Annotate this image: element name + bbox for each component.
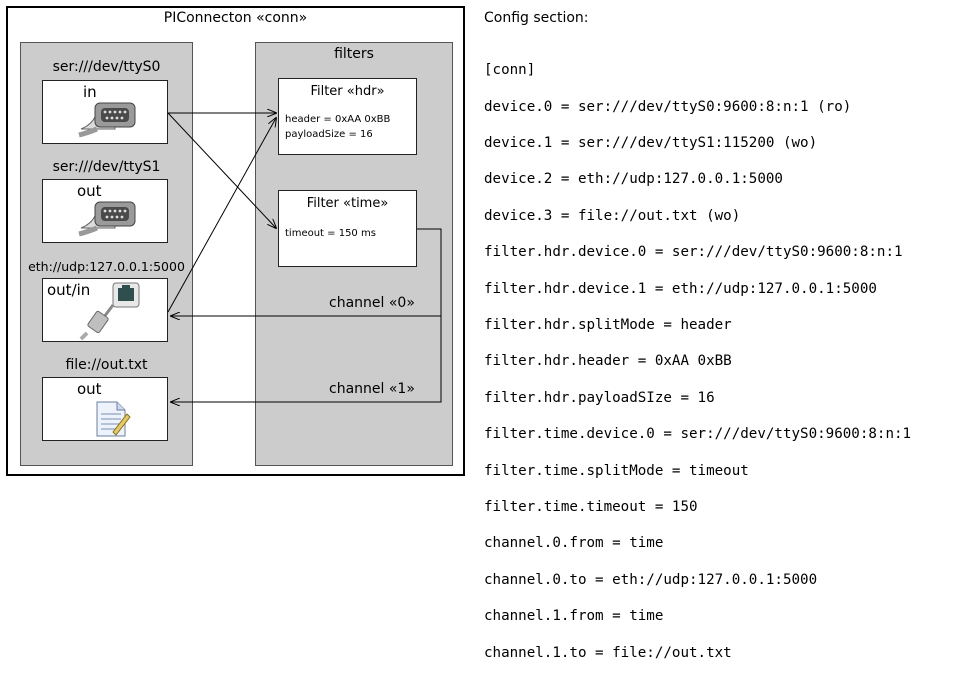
config-line: channel.0.from = time [484,535,664,552]
connection-wires [167,0,442,484]
config-line: device.0 = ser:///dev/ttyS0:9600:8:n:1 (… [484,98,852,115]
serial-port-icon [78,201,136,237]
wire-eth-to-hdr [167,118,276,313]
filter-hdr-param-0: header = 0xAA 0xBB [285,114,391,125]
device-1-mode: out [77,182,102,200]
device-3-mode: out [77,380,102,398]
device-1-label: ser:///dev/ttyS1 [52,159,161,175]
config-line: device.3 = file://out.txt (wo) [484,207,741,224]
channel-0-label: channel «0» [329,295,415,311]
device-0-label: ser:///dev/ttyS0 [52,59,161,75]
filter-time-param-0: timeout = 150 ms [285,228,376,239]
config-line: filter.hdr.device.0 = ser:///dev/ttyS0:9… [484,244,903,261]
device-3-box[interactable]: out [42,377,168,441]
config-lines: [conn] device.0 = ser:///dev/ttyS0:9600:… [484,43,911,680]
connection-title: PIConnecton «conn» [163,10,308,26]
config-line: device.2 = eth://udp:127.0.0.1:5000 [484,171,783,188]
filter-time-box[interactable]: Filter «time» timeout = 150 ms [278,190,417,267]
device-2-label: eth://udp:127.0.0.1:5000 [28,259,185,274]
config-line: filter.time.timeout = 150 [484,499,698,516]
filter-hdr-box[interactable]: Filter «hdr» header = 0xAA 0xBB payloadS… [278,78,417,155]
filters-panel-title: filters [334,46,374,62]
config-line: filter.hdr.payloadSIze = 16 [484,389,715,406]
config-line: [conn] [484,62,536,79]
device-0-box[interactable]: in [42,80,168,144]
device-3-label: file://out.txt [65,357,148,373]
filter-time-title: Filter «time» [306,196,389,211]
config-line: channel.1.to = file://out.txt [484,644,732,661]
device-1-box[interactable]: out [42,179,168,243]
filter-hdr-title: Filter «hdr» [310,84,385,99]
config-line: filter.time.device.0 = ser:///dev/ttyS0:… [484,426,912,443]
config-line: filter.hdr.device.1 = eth://udp:127.0.0.… [484,280,877,297]
device-0-mode: in [83,83,97,101]
wire-channel-1 [171,316,442,402]
config-title: Config section: [484,10,589,26]
ethernet-cable-icon [79,282,140,341]
device-2-mode: out/in [47,281,91,299]
filter-hdr-param-1: payloadSize = 16 [285,129,373,140]
serial-port-icon [78,102,136,138]
config-line: channel.1.from = time [484,608,664,625]
device-2-box[interactable]: out/in [42,278,168,342]
config-line: filter.hdr.splitMode = header [484,317,732,334]
config-line: device.1 = ser:///dev/ttyS1:115200 (wo) [484,135,818,152]
config-line: filter.time.splitMode = timeout [484,462,749,479]
channel-1-label: channel «1» [329,381,415,397]
config-line: channel.0.to = eth://udp:127.0.0.1:5000 [484,571,818,588]
wire-channel-0 [171,228,442,316]
wire-ttyS0-to-time [167,112,276,228]
config-line: filter.hdr.header = 0xAA 0xBB [484,353,732,370]
text-file-icon [96,401,131,437]
